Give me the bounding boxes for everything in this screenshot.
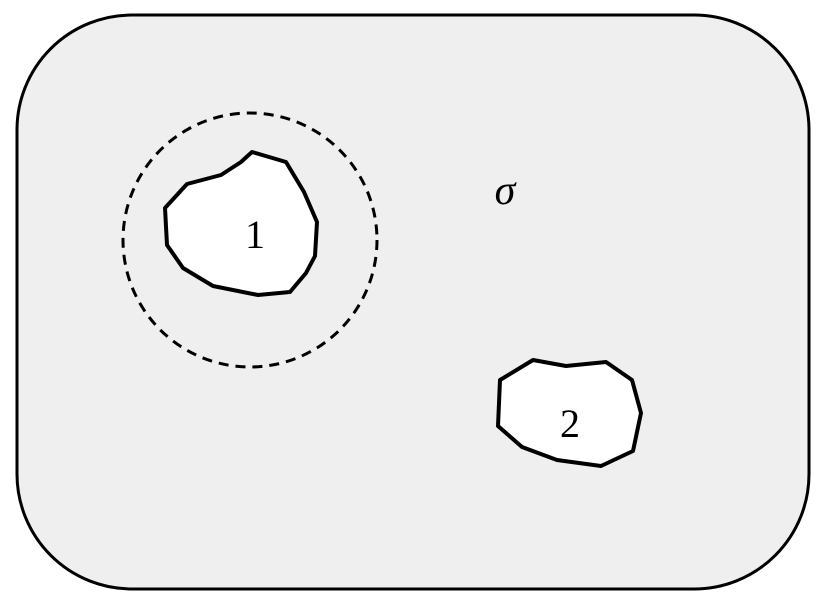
dashed-neighborhood-circle [121,111,379,369]
inclusion-1-boundary [163,150,319,297]
domain-region [15,13,811,591]
inclusion-2-boundary [496,358,643,468]
sigma-symbol: σ [495,168,518,214]
inclusion-1-label: 1 [245,212,265,257]
inclusion-2-label: 2 [560,401,580,446]
